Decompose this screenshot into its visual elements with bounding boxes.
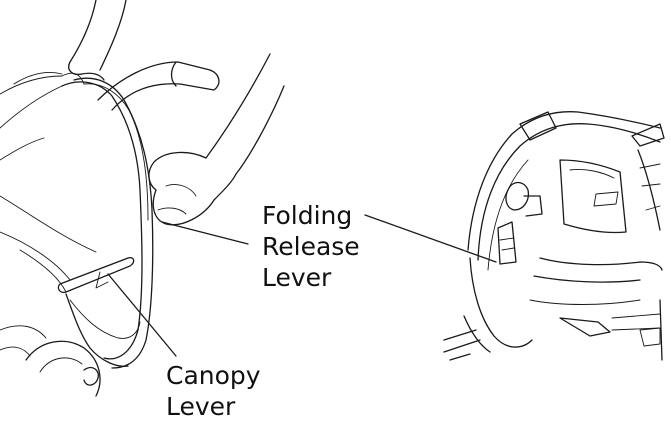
wheel xyxy=(26,341,100,396)
canopy-lever-label-line-1: Canopy xyxy=(166,360,261,391)
folding-release-right-leader-line xyxy=(365,215,496,262)
right-illustration xyxy=(444,112,664,360)
left-arm xyxy=(70,0,126,70)
folding-release-lever-label: Folding Release Lever xyxy=(262,200,360,293)
folding-release-lever-label-line-2: Release xyxy=(262,231,360,262)
right-hand xyxy=(149,152,236,224)
left-illustration xyxy=(0,0,284,396)
folding-release-leader-line xyxy=(162,222,248,244)
canopy-lever-label-line-2: Lever xyxy=(166,391,261,422)
folding-release-lever-label-line-3: Lever xyxy=(262,262,360,293)
canopy-lever-label: Canopy Lever xyxy=(166,360,261,422)
right-arm xyxy=(206,54,284,174)
folding-release-lever-label-line-1: Folding xyxy=(262,200,360,231)
